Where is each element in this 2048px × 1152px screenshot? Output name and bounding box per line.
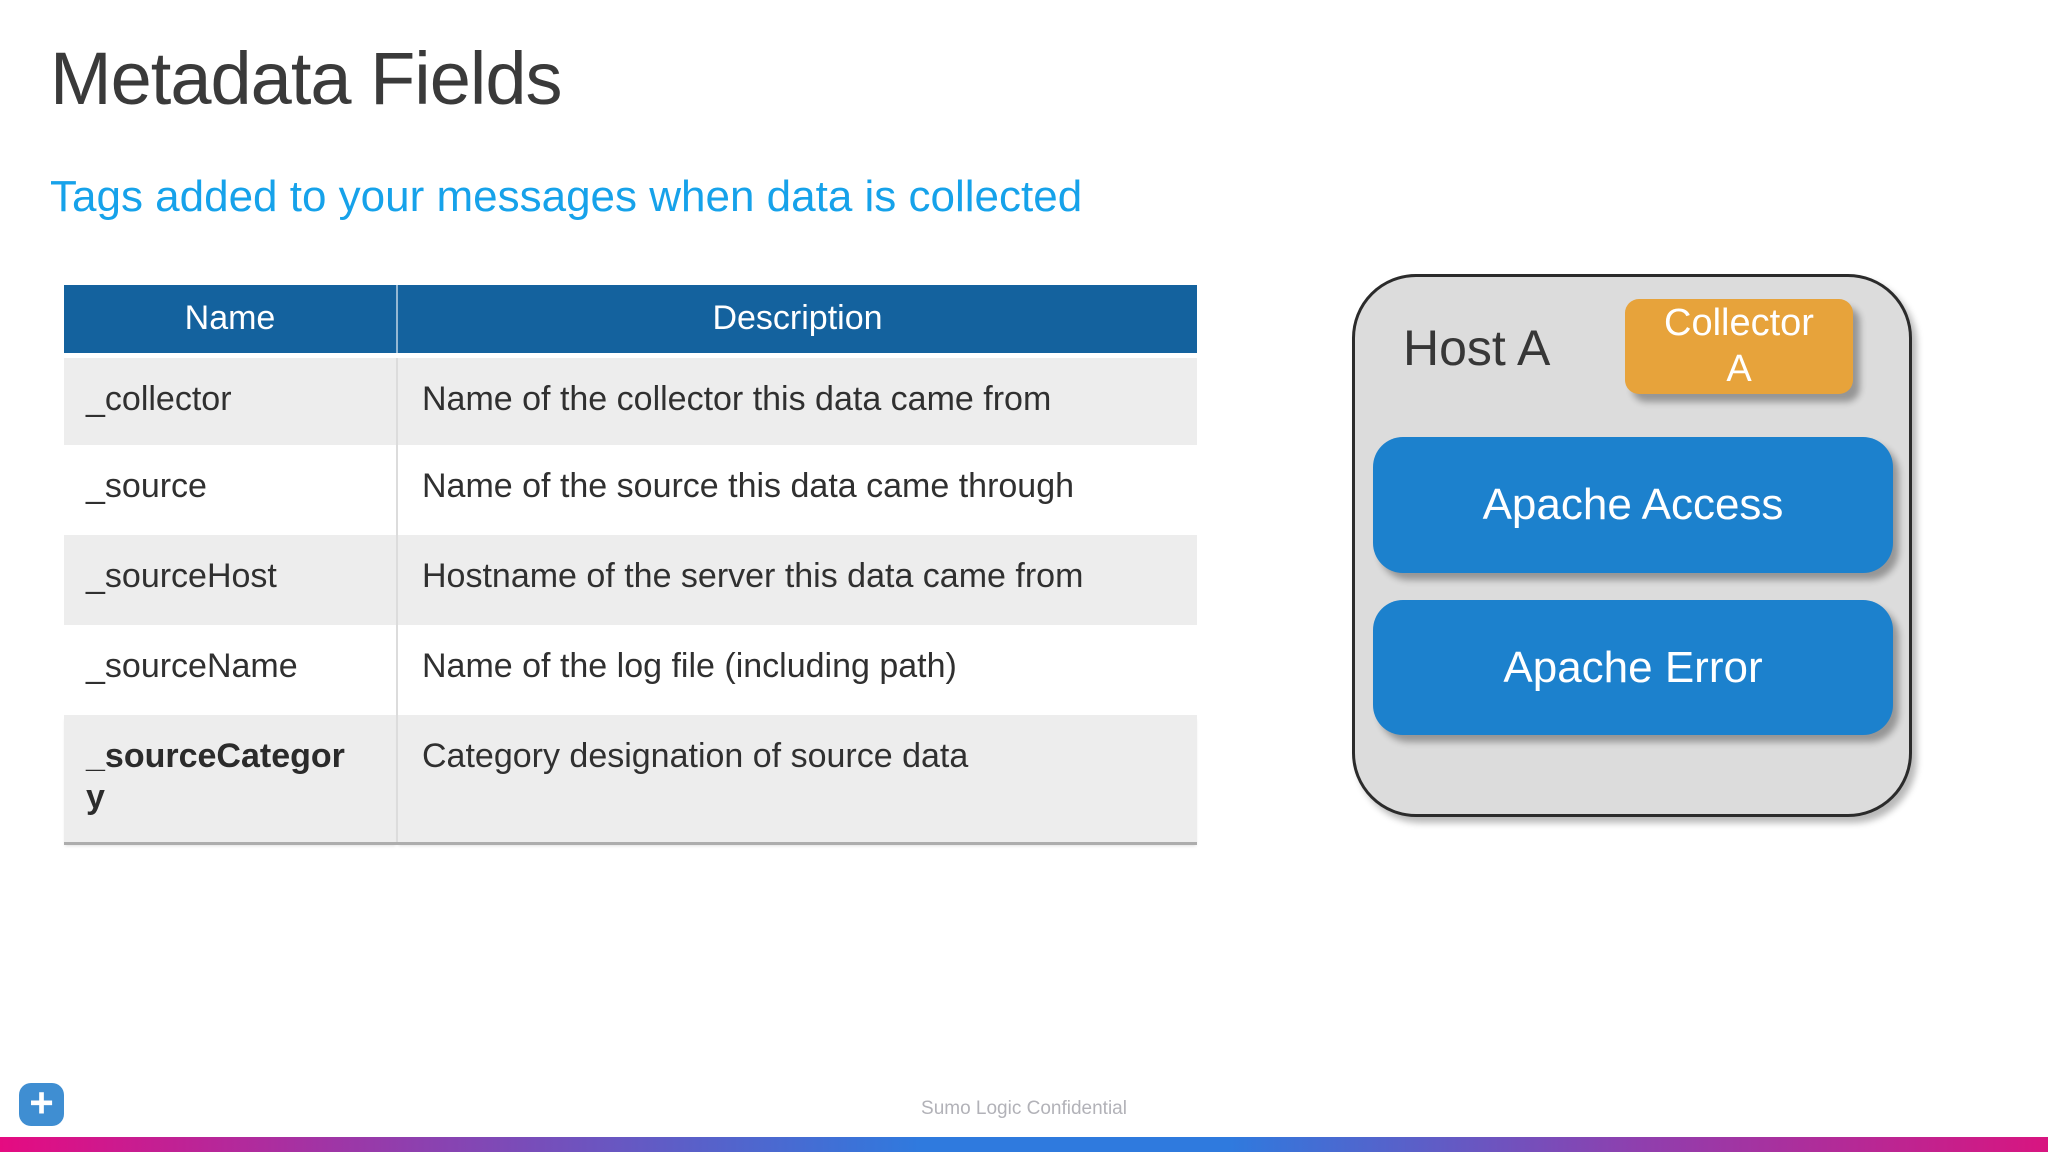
host-a-label: Host A bbox=[1403, 320, 1551, 376]
cell-description: Name of the source this data came throug… bbox=[396, 445, 1197, 535]
column-header-name: Name bbox=[64, 285, 397, 358]
cell-name: _sourceCategory bbox=[64, 715, 397, 845]
source-apache-access-box: Apache Access bbox=[1373, 437, 1893, 573]
table-row: _sourceCategory Category designation of … bbox=[64, 715, 1197, 845]
table-header-row: Name Description bbox=[64, 285, 1197, 358]
table-row: _sourceName Name of the log file (includ… bbox=[64, 625, 1197, 715]
cell-name: _sourceName bbox=[64, 625, 397, 715]
metadata-table: Name Description _collector Name of the … bbox=[64, 285, 1197, 845]
collector-a-label: Collector A bbox=[1664, 301, 1814, 390]
page-title: Metadata Fields bbox=[50, 37, 562, 120]
cell-description: Category designation of source data bbox=[396, 715, 1197, 845]
source-apache-error-box: Apache Error bbox=[1373, 600, 1893, 735]
cell-name: _collector bbox=[64, 355, 397, 445]
cell-description: Hostname of the server this data came fr… bbox=[396, 535, 1197, 625]
table-row: _source Name of the source this data cam… bbox=[64, 445, 1197, 535]
cell-description: Name of the collector this data came fro… bbox=[396, 355, 1197, 445]
table-row: _collector Name of the collector this da… bbox=[64, 355, 1197, 445]
collector-a-box: Collector A bbox=[1625, 299, 1853, 394]
cell-description: Name of the log file (including path) bbox=[396, 625, 1197, 715]
add-slide-button[interactable]: + bbox=[19, 1078, 64, 1126]
table-row: _sourceHost Hostname of the server this … bbox=[64, 535, 1197, 625]
brand-gradient-bar bbox=[0, 1137, 2048, 1152]
confidential-footer: Sumo Logic Confidential bbox=[921, 1098, 1127, 1119]
host-a-container: Host A Collector A Apache Access Apache … bbox=[1352, 274, 1912, 817]
page-subtitle: Tags added to your messages when data is… bbox=[50, 172, 1083, 221]
cell-name: _sourceHost bbox=[64, 535, 397, 625]
cell-name: _source bbox=[64, 445, 397, 535]
column-header-description: Description bbox=[396, 285, 1197, 358]
plus-icon: + bbox=[29, 1078, 54, 1126]
